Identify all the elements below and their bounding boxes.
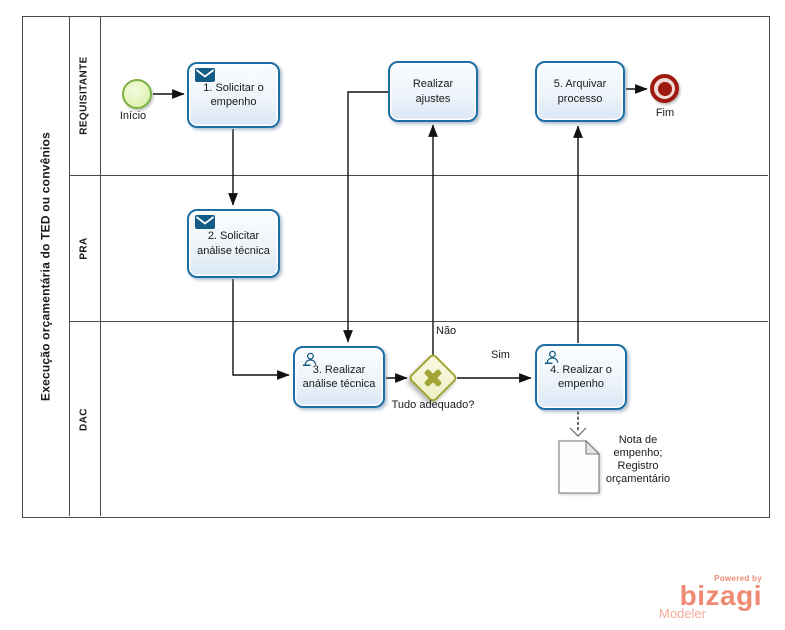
user-icon	[301, 352, 318, 371]
task-label: 1. Solicitar o empenho	[203, 81, 264, 108]
pool-title-divider	[69, 16, 70, 516]
powered-by-text: Powered by	[714, 574, 762, 583]
modeler-text: Modeler	[659, 606, 706, 621]
pool-title: Execução orçamentária do TED ou convênio…	[38, 132, 53, 401]
end-event-dot	[657, 81, 672, 96]
bizagi-branding: Powered by bizagi Modeler	[658, 574, 762, 621]
lane-label-divider	[100, 16, 101, 516]
task-label: 4. Realizar o empenho	[550, 363, 612, 390]
lane-label-requisitante: REQUISITANTE	[78, 56, 90, 135]
bizagi-logo: bizagi	[679, 580, 762, 611]
gateway-label: Tudo adequado?	[391, 399, 475, 411]
task-solicitar-analise[interactable]: 2. Solicitar análise técnica	[187, 209, 280, 278]
task-label: Realizar ajustes	[412, 78, 454, 105]
lane-divider-2	[69, 321, 768, 322]
start-event[interactable]	[122, 79, 152, 109]
start-event-label: Início	[119, 110, 147, 122]
exclusive-gateway[interactable]	[407, 352, 458, 403]
end-event[interactable]	[650, 74, 679, 103]
message-icon	[195, 215, 215, 233]
pool-border	[22, 16, 770, 518]
task-label: 3. Realizar análise técnica	[302, 363, 376, 390]
end-event-label: Fim	[655, 107, 675, 119]
document-label: Nota de empenho; Registro orçamentário	[605, 434, 671, 485]
lane-divider-1	[69, 175, 768, 176]
message-icon	[195, 68, 215, 86]
lane-label-pra: PRA	[78, 237, 90, 260]
task-realizar-empenho[interactable]: 4. Realizar o empenho	[535, 344, 627, 410]
branch-label-no: Não	[436, 325, 457, 337]
task-label: 5. Arquivar processo	[553, 78, 607, 105]
task-label: 2. Solicitar análise técnica	[197, 230, 270, 257]
user-icon	[543, 350, 560, 369]
task-solicitar-empenho[interactable]: 1. Solicitar o empenho	[187, 62, 280, 128]
branch-label-yes: Sim	[491, 349, 510, 361]
lane-label-dac: DAC	[78, 408, 90, 431]
task-realizar-analise[interactable]: 3. Realizar análise técnica	[293, 346, 385, 408]
task-realizar-ajustes[interactable]: Realizar ajustes	[388, 61, 478, 122]
task-arquivar-processo[interactable]: 5. Arquivar processo	[535, 61, 625, 122]
